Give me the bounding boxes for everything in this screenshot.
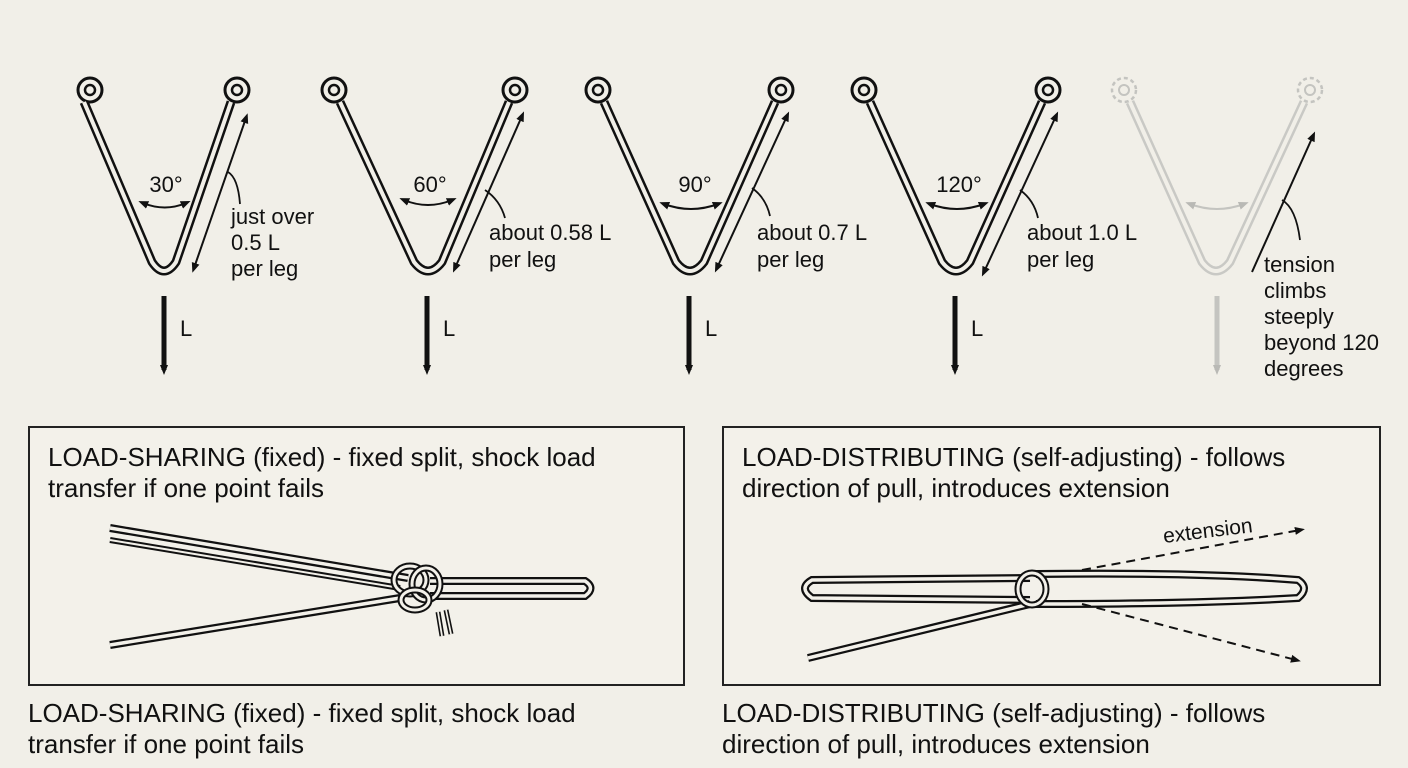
tension-warning-arrow: [1251, 131, 1316, 273]
tension-label-line1: just over: [230, 204, 314, 229]
anchor-ring-left: [584, 76, 612, 104]
warning-line2: climbs: [1264, 278, 1326, 303]
sling-angle-figures: 30° just over 0.5 L per leg L 60°: [76, 76, 1379, 381]
anchor-ring-right: [1034, 76, 1062, 104]
extension-arrow-upper: [1081, 526, 1305, 571]
title-line1: LOAD-DISTRIBUTING (self-adjusting) - fol…: [742, 442, 1286, 472]
caption-line2: transfer if one point fails: [28, 729, 305, 759]
angle-arc: [399, 198, 457, 206]
angle-arc: [925, 201, 989, 210]
load-distributing-panel-title: LOAD-DISTRIBUTING (self-adjusting) - fol…: [742, 442, 1342, 504]
sling-60-degrees: 60° about 0.58 L per leg L: [320, 76, 611, 375]
title-line1: LOAD-SHARING (fixed) - fixed split, shoc…: [48, 442, 596, 472]
tension-label-line2: per leg: [1027, 247, 1094, 272]
anchor-ring-left-dashed: [1110, 76, 1138, 104]
title-line2: direction of pull, introduces extension: [742, 473, 1170, 503]
sling-120-degrees: 120° about 1.0 L per leg L: [850, 76, 1137, 375]
anchor-ring-right: [223, 76, 251, 104]
leg-tension-arrow: [981, 111, 1059, 277]
title-line2: transfer if one point fails: [48, 473, 325, 503]
load-label: L: [705, 316, 717, 341]
load-distributing-illustration: extension: [801, 514, 1308, 663]
tension-label-line1: about 0.58 L: [489, 220, 611, 245]
angle-label: 30°: [149, 172, 182, 197]
tension-label-line1: about 1.0 L: [1027, 220, 1137, 245]
load-sharing-knot-illustration: [109, 524, 595, 649]
load-label: L: [180, 316, 192, 341]
caption-line1: LOAD-DISTRIBUTING (self-adjusting) - fol…: [722, 698, 1266, 728]
sling-beyond-120-faded: tension climbs steeply beyond 120 degree…: [1110, 76, 1379, 381]
sling-legs: [1125, 100, 1309, 276]
load-label: L: [971, 316, 983, 341]
warning-line5: degrees: [1264, 356, 1344, 381]
extension-label: extension: [1162, 514, 1254, 548]
angle-arc: [138, 201, 191, 209]
load-sharing-caption: LOAD-SHARING (fixed) - fixed split, shoc…: [28, 698, 576, 760]
load-distributing-panel: LOAD-DISTRIBUTING (self-adjusting) - fol…: [722, 426, 1381, 686]
anchor-ring-left: [850, 76, 878, 104]
warning-line1: tension: [1264, 252, 1335, 277]
warning-line4: beyond 120: [1264, 330, 1379, 355]
tension-label-line2: per leg: [489, 247, 556, 272]
angle-arc: [659, 201, 723, 210]
caption-line2: direction of pull, introduces extension: [722, 729, 1150, 759]
load-sharing-panel: LOAD-SHARING (fixed) - fixed split, shoc…: [28, 426, 685, 686]
tension-label-line2: per leg: [757, 247, 824, 272]
anchor-ring-right: [501, 76, 529, 104]
angle-label: 120°: [936, 172, 982, 197]
tension-label-line2: 0.5 L: [231, 230, 280, 255]
load-sharing-panel-title: LOAD-SHARING (fixed) - fixed split, shoc…: [48, 442, 648, 504]
load-distributing-caption: LOAD-DISTRIBUTING (self-adjusting) - fol…: [722, 698, 1265, 760]
tension-label-line3: per leg: [231, 256, 298, 281]
overhand-knot: [390, 562, 444, 614]
extension-arrow-lower: [1081, 603, 1301, 663]
anchor-ring-right: [767, 76, 795, 104]
angle-label: 60°: [413, 172, 446, 197]
leg-tension-arrow: [714, 111, 790, 273]
angle-arc: [1185, 201, 1249, 210]
sling-90-degrees: 90° about 0.7 L per leg L: [584, 76, 867, 375]
angle-label: 90°: [678, 172, 711, 197]
caption-line1: LOAD-SHARING (fixed) - fixed split, shoc…: [28, 698, 576, 728]
tension-label-line1: about 0.7 L: [757, 220, 867, 245]
sling-30-degrees: 30° just over 0.5 L per leg L: [76, 76, 314, 375]
anchor-ring-left: [76, 76, 104, 104]
leg-tension-arrow: [191, 113, 249, 273]
warning-line3: steeply: [1264, 304, 1334, 329]
anchor-ring-left: [320, 76, 348, 104]
anchor-ring-right-dashed: [1296, 76, 1324, 104]
load-label: L: [443, 316, 455, 341]
carabiner-twist: [1014, 569, 1050, 609]
